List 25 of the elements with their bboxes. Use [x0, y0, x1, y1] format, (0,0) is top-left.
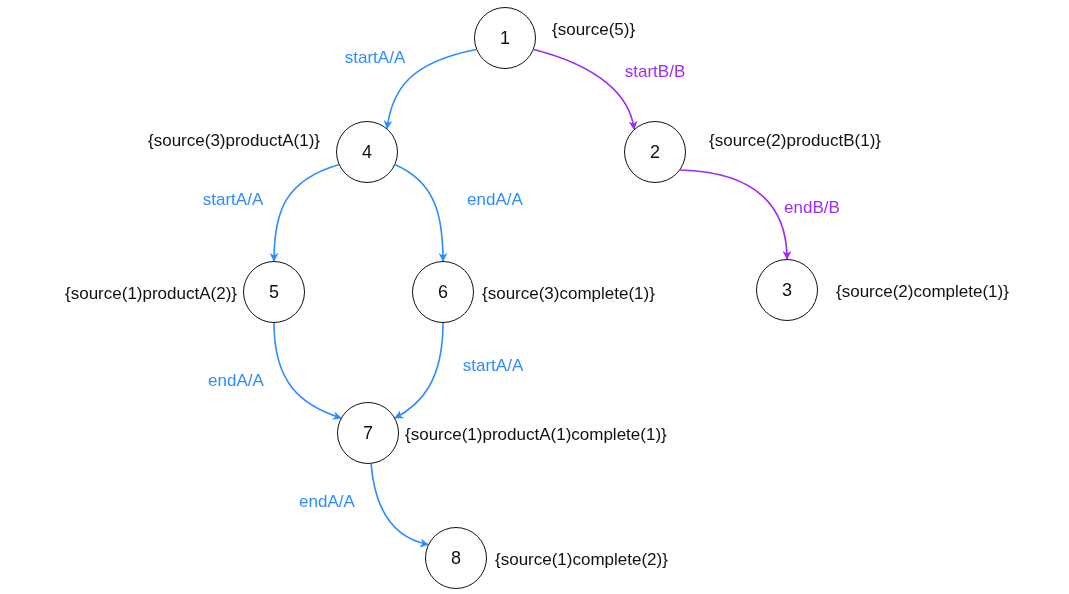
- transition-arrow: [533, 48, 637, 131]
- state-number: 3: [782, 279, 792, 301]
- state-number: 6: [438, 281, 448, 303]
- state-number: 8: [451, 547, 461, 569]
- state-annotation: {source(1)complete(2)}: [495, 550, 668, 570]
- state-annotation: {source(5)}: [552, 20, 636, 40]
- transition-arrow: [394, 322, 444, 419]
- state-number: 1: [500, 27, 510, 49]
- transition-arrow: [394, 163, 448, 262]
- state-number: 5: [269, 281, 279, 303]
- state-number: 7: [363, 422, 373, 444]
- state-annotation: {source(3)complete(1)}: [482, 284, 655, 304]
- state-annotation: {source(2)complete(1)}: [836, 282, 1009, 302]
- transition-arrow: [269, 163, 340, 262]
- transition-arrow: [370, 463, 429, 547]
- transition-arrow: [679, 169, 792, 260]
- state-annotation: {source(1)productA(1)complete(1)}: [405, 425, 667, 445]
- state-annotation: {source(3)productA(1)}: [148, 131, 320, 151]
- state-number: 2: [650, 141, 660, 163]
- state-number: 4: [362, 141, 372, 163]
- state-annotation: {source(1)productA(2)}: [65, 284, 237, 304]
- transition-arrow: [383, 48, 478, 130]
- state-annotation: {source(2)productB(1)}: [709, 131, 881, 151]
- state-circle: [336, 121, 398, 183]
- transition-arrow: [273, 322, 342, 420]
